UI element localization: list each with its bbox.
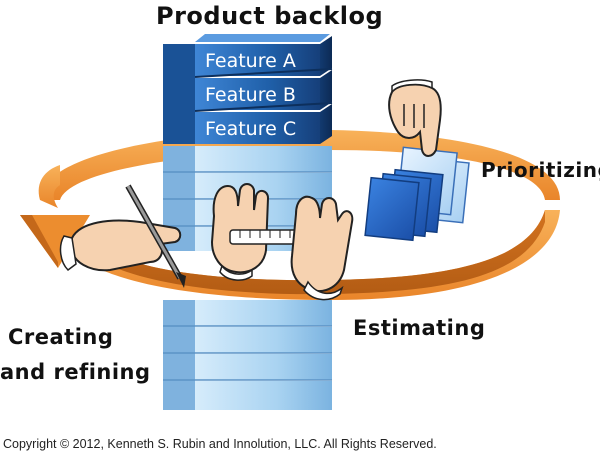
- backlog-stack-lower: [163, 300, 332, 410]
- backlog-stack-upper: [163, 34, 333, 144]
- priority-cards: [364, 146, 470, 242]
- prioritizing-label: Prioritizing: [481, 158, 600, 182]
- feature-b-label: Feature B: [205, 84, 296, 106]
- creating-label: Creating: [8, 325, 114, 349]
- refining-label: and refining: [0, 360, 151, 384]
- prioritizing-hand-icon: [388, 79, 442, 157]
- writing-hand-icon: [59, 184, 186, 288]
- diagram-title: Product backlog: [156, 2, 384, 30]
- feature-a-label: Feature A: [205, 50, 296, 72]
- estimating-label: Estimating: [353, 316, 486, 340]
- copyright-notice: Copyright © 2012, Kenneth S. Rubin and I…: [3, 437, 437, 451]
- estimating-hands-icon: [210, 183, 354, 301]
- feature-c-label: Feature C: [205, 118, 296, 140]
